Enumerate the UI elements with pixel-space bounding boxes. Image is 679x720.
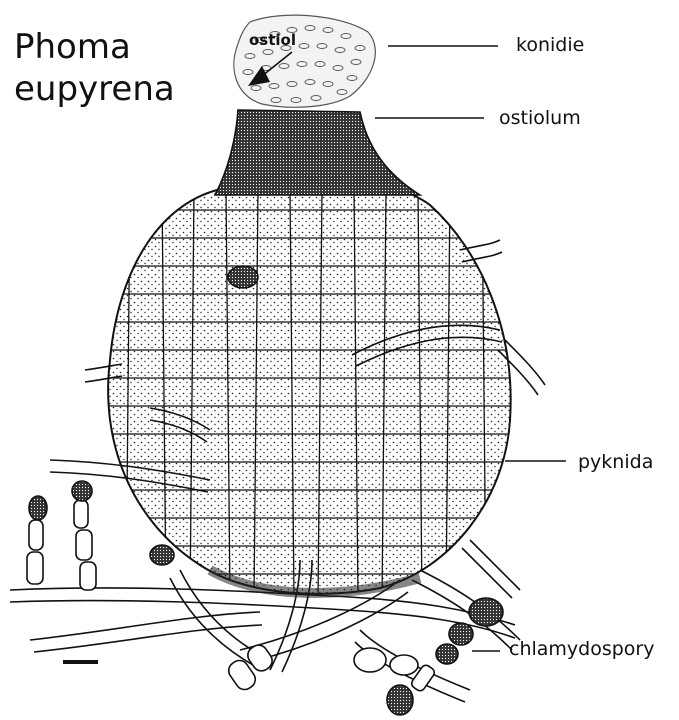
label-ostiol: ostiol — [249, 31, 296, 49]
title-line-species: eupyrena — [14, 68, 175, 110]
title-line-genus: Phoma — [14, 26, 175, 68]
label-pyknida: pyknida — [578, 451, 653, 473]
label-ostiolum: ostiolum — [499, 107, 581, 129]
pycnidium-body — [100, 178, 520, 600]
dark-cell — [228, 266, 258, 288]
scale-bar — [63, 660, 98, 664]
ostiolum-neck — [215, 110, 420, 195]
species-title: Phoma eupyrena — [14, 26, 175, 110]
conidia-cluster — [234, 15, 375, 107]
label-konidie: konidie — [516, 34, 584, 56]
label-chlamydospory: chlamydospory — [509, 638, 655, 660]
